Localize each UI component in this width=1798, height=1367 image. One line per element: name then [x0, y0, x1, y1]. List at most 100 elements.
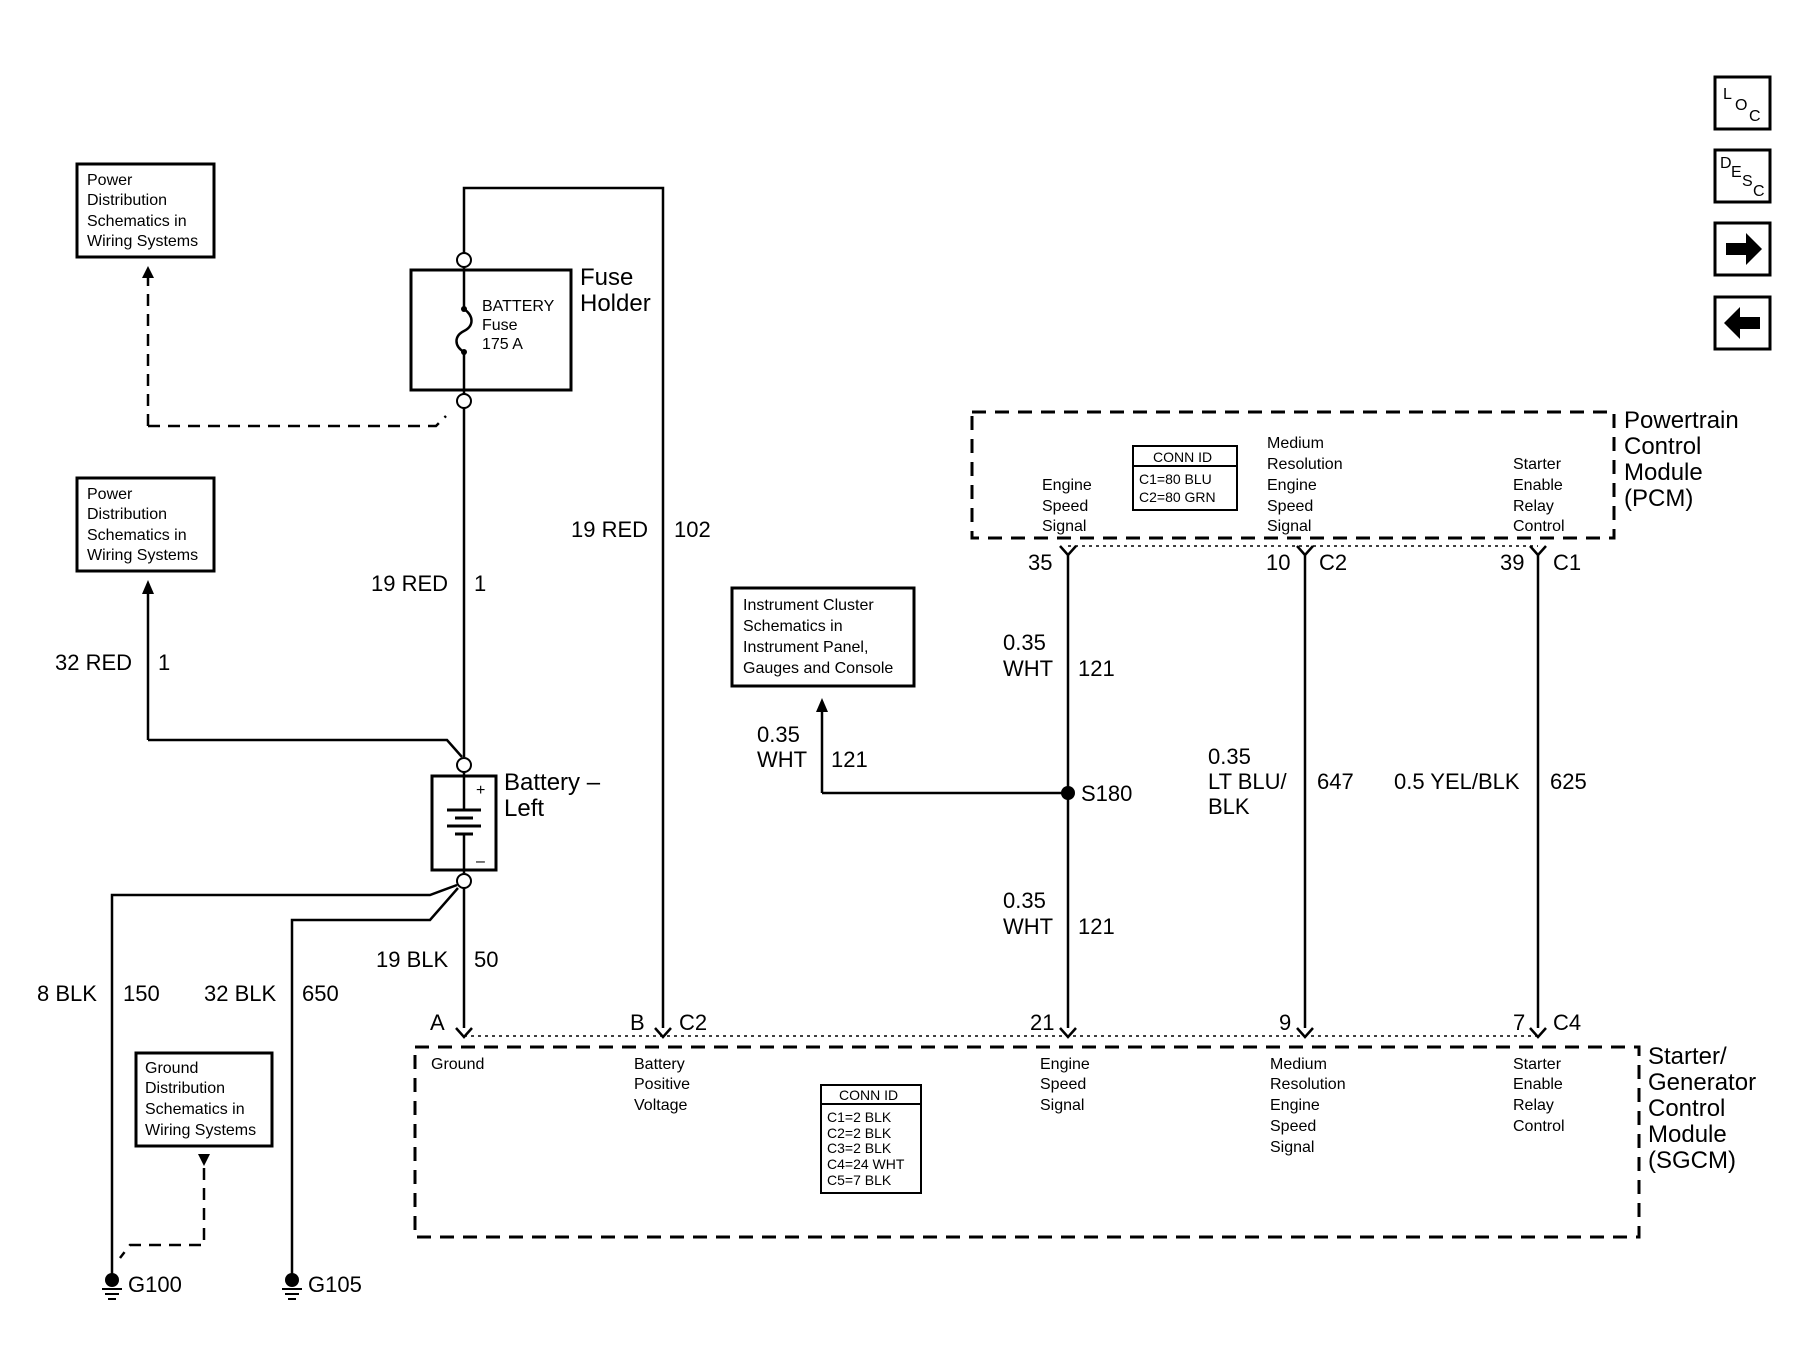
pcm-signal: Resolution	[1267, 456, 1343, 473]
battery-plus: +	[476, 782, 485, 799]
sgcm-signal: Resolution	[1270, 1076, 1346, 1093]
pcm-signal: Signal	[1042, 518, 1086, 535]
pcm-conn-id: CONN ID C1=80 BLU C2=80 GRN	[1132, 445, 1238, 511]
connector-pin-icon	[1296, 1027, 1314, 1039]
desc-button[interactable]: D E S C	[1713, 148, 1772, 204]
conn-id-row: C1=80 BLU	[1139, 471, 1212, 487]
battery-title: Left	[504, 795, 544, 822]
conn-id-row: C1=2 BLK	[827, 1109, 892, 1125]
wire-circuit: 1	[158, 650, 170, 675]
pcm-title: Module	[1624, 459, 1703, 486]
dashed-ref-line	[148, 415, 447, 428]
arrow-right-icon	[1726, 233, 1762, 265]
splice-label: S180	[1081, 781, 1132, 806]
wire-size: 0.35	[1003, 630, 1046, 655]
loc-letter-3: C	[1749, 108, 1761, 125]
ref-text: Gauges and Console	[743, 660, 893, 677]
connector-pin-icon	[1529, 1027, 1547, 1039]
back-button[interactable]	[1713, 295, 1772, 351]
battery-terminal-positive	[456, 757, 472, 773]
ref-ground-distribution[interactable]: Ground Distribution Schematics in Wiring…	[134, 1051, 274, 1148]
pcm-signal: Signal	[1267, 518, 1311, 535]
sgcm-signal: Engine	[1270, 1097, 1320, 1114]
connector-pin-icon	[1059, 1027, 1077, 1039]
pcm-signal: Engine	[1267, 477, 1317, 494]
ref-text: Schematics in	[743, 618, 843, 635]
sgcm-signal: Voltage	[634, 1097, 687, 1114]
ref-text: Distribution	[145, 1080, 225, 1097]
sgcm-signal: Control	[1513, 1118, 1565, 1135]
wire-size: 0.35	[757, 722, 800, 747]
ref-power-distribution-2[interactable]: Power Distribution Schematics in Wiring …	[75, 476, 216, 573]
wire-circuit: 121	[831, 747, 868, 772]
battery-terminal-negative	[456, 873, 472, 889]
sgcm-signal: Signal	[1270, 1139, 1314, 1156]
loc-button[interactable]: L O C	[1713, 75, 1772, 131]
connector-pin-icon	[1296, 545, 1314, 557]
desc-letter-4: C	[1753, 183, 1765, 200]
sgcm-title: Control	[1648, 1095, 1725, 1122]
pcm-signal: Relay	[1513, 498, 1554, 515]
fuse-terminal-top	[456, 252, 472, 268]
pcm-signal: Medium	[1267, 435, 1324, 452]
pcm-title: Powertrain	[1624, 407, 1739, 434]
arrow-up-icon	[142, 580, 154, 594]
pcm-signal: Speed	[1042, 498, 1088, 515]
battery-left: + – Battery – Left	[430, 757, 601, 889]
battery-minus: –	[476, 853, 485, 870]
wire-circuit: 647	[1317, 769, 1354, 794]
wire-circuit: 650	[302, 981, 339, 1006]
fuse-holder-title: Holder	[580, 290, 651, 317]
pcm-title: Control	[1624, 433, 1701, 460]
ref-instrument-cluster[interactable]: Instrument Cluster Schematics in Instrum…	[730, 586, 916, 688]
pcm-signal: Control	[1513, 518, 1565, 535]
conn-id-row: C3=2 BLK	[827, 1140, 892, 1156]
sgcm-signal: Starter	[1513, 1056, 1562, 1073]
loc-letter-1: L	[1723, 86, 1732, 103]
wire-label: 19 RED	[571, 517, 648, 542]
sgcm-module: Starter/ Generator Control Module (SGCM)…	[413, 1043, 1756, 1239]
sgcm-title: (SGCM)	[1648, 1147, 1736, 1174]
wire-circuit: 1	[474, 571, 486, 596]
ref-text: Schematics in	[87, 527, 187, 544]
wire-color: WHT	[1003, 656, 1053, 681]
wire-label: 32 RED	[55, 650, 132, 675]
sgcm-signal: Ground	[431, 1056, 484, 1073]
wire-size: 0.35	[1208, 744, 1251, 769]
wire-label: 32 BLK	[204, 981, 276, 1006]
sgcm-signal: Medium	[1270, 1056, 1327, 1073]
pin-number: 35	[1028, 550, 1052, 575]
sgcm-conn-id: CONN ID C1=2 BLK C2=2 BLK C3=2 BLK C4=24…	[820, 1084, 922, 1194]
sgcm-title: Generator	[1648, 1069, 1756, 1096]
ref-text: Instrument Panel,	[743, 639, 868, 656]
dashed-ref-line	[119, 1168, 206, 1259]
sgcm-signal: Relay	[1513, 1097, 1554, 1114]
conn-id-header: CONN ID	[839, 1087, 898, 1103]
splice-dot	[1061, 786, 1075, 800]
arrow-up-icon	[142, 266, 154, 278]
ref-power-distribution-1[interactable]: Power Distribution Schematics in Wiring …	[75, 162, 216, 259]
ground-label: G105	[308, 1272, 362, 1297]
wire-label: 19 BLK	[376, 947, 448, 972]
sgcm-signal: Battery	[634, 1056, 685, 1073]
connector-id: C1	[1553, 550, 1581, 575]
connector-pin-icon	[1529, 545, 1547, 557]
conn-id-header: CONN ID	[1153, 449, 1212, 465]
forward-button[interactable]	[1713, 221, 1772, 277]
conn-id-row: C4=24 WHT	[827, 1156, 905, 1172]
ref-text: Ground	[145, 1060, 198, 1077]
wire-32-red	[148, 738, 463, 758]
ref-text: Distribution	[87, 506, 167, 523]
wire-size: 0.35	[1003, 888, 1046, 913]
conn-id-row: C2=80 GRN	[1139, 489, 1216, 505]
connector-id: C2	[679, 1010, 707, 1035]
sgcm-signal: Speed	[1270, 1118, 1316, 1135]
pin-number: 39	[1500, 550, 1524, 575]
pcm-title: (PCM)	[1624, 485, 1693, 512]
desc-letter-2: E	[1731, 164, 1742, 181]
fuse-name: BATTERY	[482, 298, 555, 315]
ref-text: Distribution	[87, 192, 167, 209]
wire-color: LT BLU/	[1208, 769, 1288, 794]
